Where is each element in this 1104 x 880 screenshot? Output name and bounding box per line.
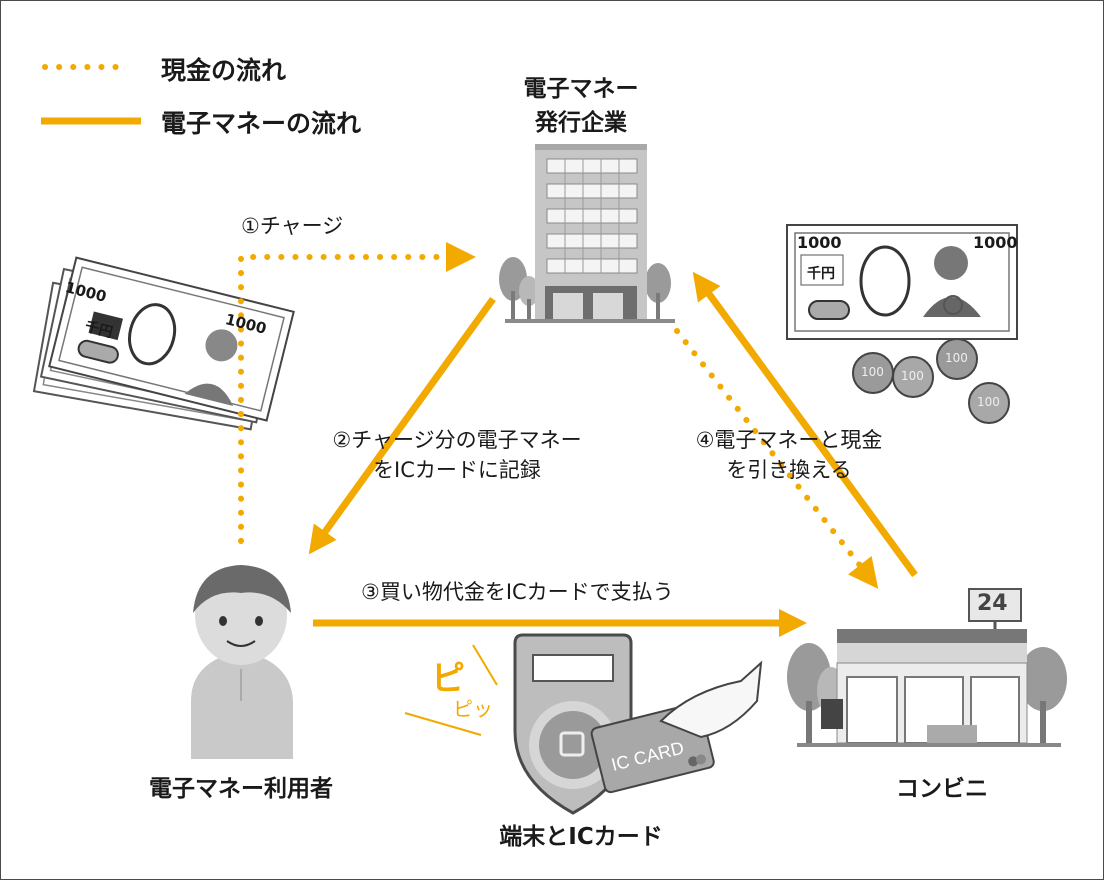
user-label: 電子マネー利用者	[149, 776, 333, 802]
banknote-and-coins-icon	[786, 224, 1018, 424]
terminal-label: 端末とICカード	[499, 824, 663, 850]
bill-kanji-text-2: 千円	[807, 266, 835, 282]
issuer-label-line1: 電子マネー	[523, 76, 639, 102]
coin-value-text: 100	[861, 365, 884, 379]
beep-line-1	[472, 644, 498, 686]
step2-label: ②チャージ分の電子マネー をICカードに記録	[297, 425, 617, 485]
step2-label-line1: ②チャージ分の電子マネー	[332, 428, 582, 452]
step4-label-line1: ④電子マネーと現金	[695, 428, 883, 452]
coin-value-text-2: 100	[901, 369, 924, 383]
legend-emoney-label: 電子マネーの流れ	[161, 109, 362, 138]
store-label: コンビニ	[896, 776, 988, 802]
beep-line-2	[404, 712, 482, 736]
beep-sound-big: ピ	[431, 659, 465, 699]
arrow-step2-emoney	[308, 296, 496, 555]
office-building-icon	[499, 144, 675, 323]
step3-label: ③買い物代金をICカードで支払う	[361, 580, 674, 604]
arrow-step4-cash	[674, 328, 879, 589]
user-person-icon	[191, 565, 293, 759]
store-sign-text: 24	[977, 591, 1008, 616]
convenience-store-icon	[787, 588, 1067, 747]
arrow-step1-cash	[238, 242, 476, 544]
arrow-step4-emoney	[692, 271, 918, 578]
bill-value-text-4: 1000	[973, 233, 1018, 252]
issuer-label-line2: 発行企業	[535, 110, 627, 136]
issuer-label: 電子マネー 発行企業	[501, 69, 661, 137]
legend-cash-label: 現金の流れ	[161, 56, 287, 85]
step2-label-line2: をICカードに記録	[373, 458, 541, 482]
step4-label-line2: を引き換える	[726, 458, 852, 482]
beep-sound-small: ピッ	[453, 697, 493, 721]
banknote-stack-icon	[32, 256, 295, 431]
step4-label: ④電子マネーと現金 を引き換える	[669, 425, 909, 485]
coin-value-text-4: 100	[977, 395, 1000, 409]
coin-value-text-3: 100	[945, 351, 968, 365]
payment-terminal-icon: IC CARD	[513, 633, 763, 815]
step1-label: ①チャージ	[241, 214, 344, 238]
bill-value-text-3: 1000	[797, 233, 842, 252]
